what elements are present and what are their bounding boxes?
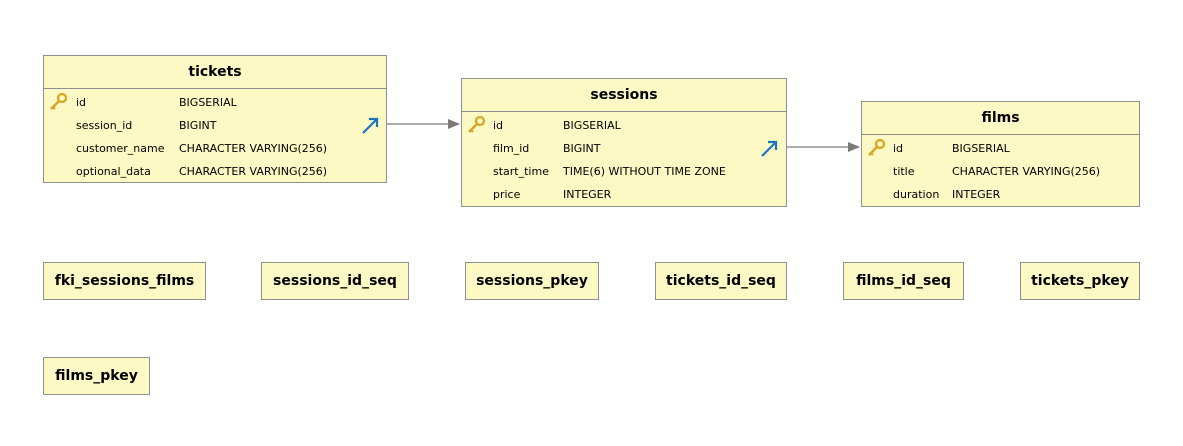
column-row[interactable]: id BIGSERIAL bbox=[462, 114, 786, 137]
column-type: BIGSERIAL bbox=[952, 142, 1010, 155]
key-icon bbox=[50, 93, 68, 110]
column-type: INTEGER bbox=[563, 188, 612, 201]
column-name: price bbox=[493, 188, 521, 201]
column-row[interactable]: id BIGSERIAL bbox=[862, 137, 1139, 160]
object-fki-sessions-films[interactable]: fki_sessions_films bbox=[43, 262, 206, 300]
key-icon bbox=[868, 139, 886, 156]
column-name: id bbox=[76, 96, 87, 109]
table-films[interactable]: films id BIGSERIAL title CHARACTER VARYI… bbox=[861, 101, 1140, 207]
object-films-id-seq[interactable]: films_id_seq bbox=[843, 262, 964, 300]
fk-arrow-icon bbox=[761, 140, 778, 157]
key-icon bbox=[468, 116, 486, 133]
object-tickets-pkey[interactable]: tickets_pkey bbox=[1020, 262, 1140, 300]
column-name: film_id bbox=[493, 142, 530, 155]
column-row[interactable]: customer_name CHARACTER VARYING(256) bbox=[44, 137, 386, 160]
object-sessions-id-seq[interactable]: sessions_id_seq bbox=[261, 262, 409, 300]
column-type: BIGSERIAL bbox=[563, 119, 621, 132]
column-row[interactable]: title CHARACTER VARYING(256) bbox=[862, 160, 1139, 183]
column-name: id bbox=[893, 142, 904, 155]
column-row[interactable]: duration INTEGER bbox=[862, 183, 1139, 206]
object-sessions-pkey[interactable]: sessions_pkey bbox=[465, 262, 599, 300]
column-type: TIME(6) WITHOUT TIME ZONE bbox=[563, 165, 726, 178]
fk-arrow-icon bbox=[362, 117, 379, 134]
column-row[interactable]: session_id BIGINT bbox=[44, 114, 386, 137]
column-name: customer_name bbox=[76, 142, 165, 155]
table-title: sessions bbox=[462, 79, 786, 112]
column-name: title bbox=[893, 165, 915, 178]
table-tickets[interactable]: tickets id BIGSERIAL session_id BIGINT c… bbox=[43, 55, 387, 183]
column-row[interactable]: optional_data CHARACTER VARYING(256) bbox=[44, 160, 386, 183]
column-type: BIGINT bbox=[563, 142, 601, 155]
column-type: CHARACTER VARYING(256) bbox=[179, 142, 328, 155]
table-title: films bbox=[862, 102, 1139, 135]
column-row[interactable]: price INTEGER bbox=[462, 183, 786, 206]
column-type: CHARACTER VARYING(256) bbox=[179, 165, 328, 178]
column-name: id bbox=[493, 119, 504, 132]
table-sessions[interactable]: sessions id BIGSERIAL film_id BIGINT sta… bbox=[461, 78, 787, 207]
object-films-pkey[interactable]: films_pkey bbox=[43, 357, 150, 395]
table-title: tickets bbox=[44, 56, 386, 89]
column-type: CHARACTER VARYING(256) bbox=[952, 165, 1101, 178]
object-tickets-id-seq[interactable]: tickets_id_seq bbox=[655, 262, 787, 300]
column-row[interactable]: film_id BIGINT bbox=[462, 137, 786, 160]
column-type: BIGINT bbox=[179, 119, 217, 132]
column-type: INTEGER bbox=[952, 188, 1001, 201]
column-row[interactable]: start_time TIME(6) WITHOUT TIME ZONE bbox=[462, 160, 786, 183]
column-name: optional_data bbox=[76, 165, 151, 178]
column-name: session_id bbox=[76, 119, 133, 132]
column-name: start_time bbox=[493, 165, 549, 178]
column-name: duration bbox=[893, 188, 940, 201]
column-row[interactable]: id BIGSERIAL bbox=[44, 91, 386, 114]
column-type: BIGSERIAL bbox=[179, 96, 237, 109]
